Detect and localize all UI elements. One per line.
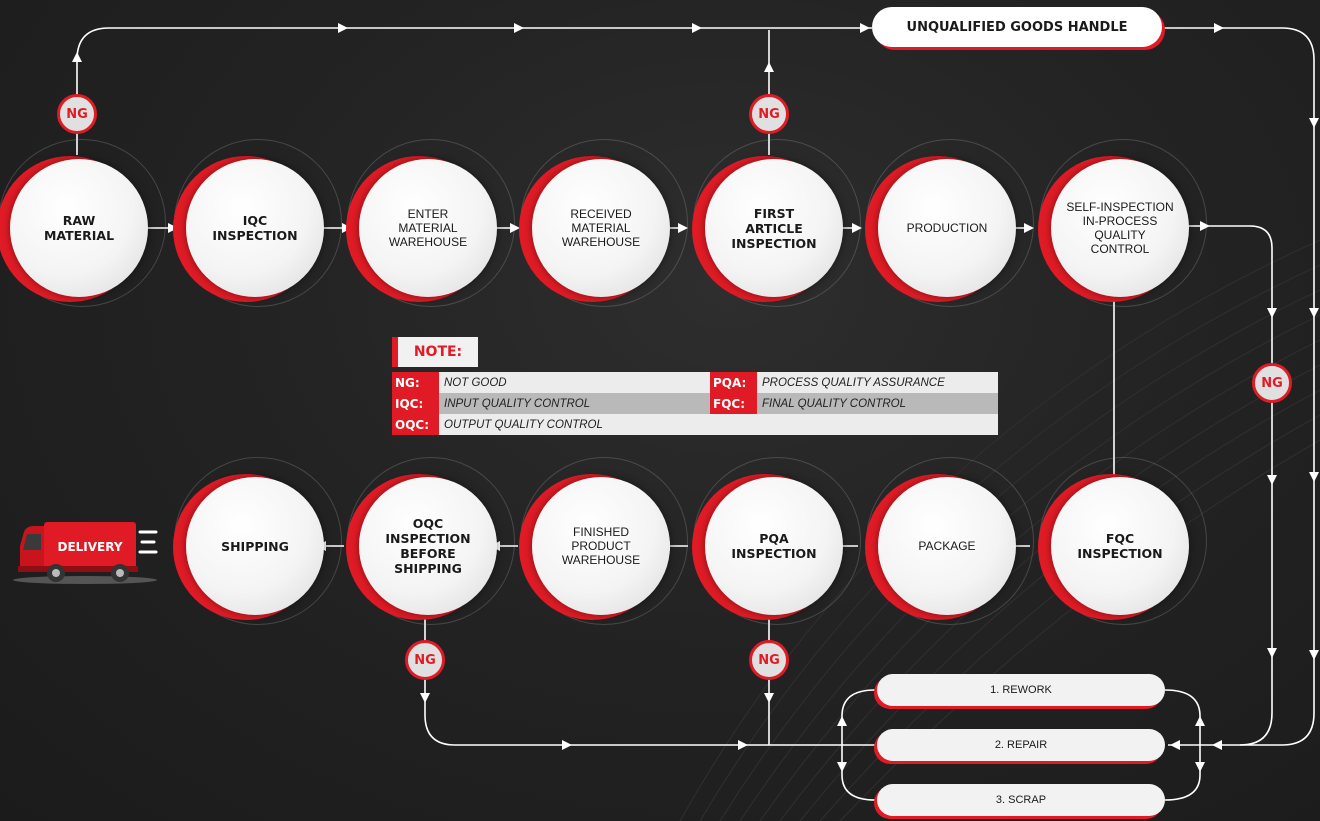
node-finished-product-warehouse: FINISHED PRODUCT WAREHOUSE	[519, 457, 688, 631]
ng-label: NG	[414, 652, 436, 668]
node-self-inspection: SELF-INSPECTION IN-PROCESS QUALITY CONTR…	[1038, 139, 1207, 313]
node-fqc-inspection: FQC INSPECTION	[1038, 457, 1207, 631]
outcome-label: 1. REWORK	[990, 684, 1052, 696]
ng-label: NG	[1261, 375, 1283, 391]
unqualified-goods-handle: UNQUALIFIED GOODS HANDLE	[872, 7, 1162, 47]
node-pqa-inspection: PQA INSPECTION	[692, 457, 861, 631]
note-title: NOTE:	[392, 337, 478, 367]
node-label: SELF-INSPECTION IN-PROCESS QUALITY CONTR…	[1066, 200, 1174, 256]
node-production: PRODUCTION	[865, 139, 1034, 313]
node-raw-material: RAW MATERIAL	[0, 139, 166, 313]
node-label: SHIPPING	[221, 538, 289, 554]
note-table: NG: NOT GOOD PQA: PROCESS QUALITY ASSURA…	[392, 372, 998, 435]
outcome-label: 2. REPAIR	[994, 739, 1048, 751]
node-enter-material-warehouse: ENTER MATERIAL WAREHOUSE	[346, 139, 515, 313]
outcome-scrap: 3. SCRAP	[877, 784, 1165, 816]
ng-label: NG	[66, 106, 88, 122]
ng-badge-self-inspection: NG	[1252, 363, 1292, 403]
note-value: OUTPUT QUALITY CONTROL	[444, 418, 603, 431]
node-oqc-inspection: OQC INSPECTION BEFORE SHIPPING	[346, 457, 515, 631]
node-label: ENTER MATERIAL WAREHOUSE	[388, 207, 468, 249]
outcome-repair: 2. REPAIR	[877, 729, 1165, 761]
outcome-label: 3. SCRAP	[995, 794, 1047, 806]
note-key: NG:	[392, 372, 439, 393]
ng-badge-pqa: NG	[749, 640, 789, 680]
note-row: NG: NOT GOOD PQA: PROCESS QUALITY ASSURA…	[392, 372, 998, 393]
note-value: INPUT QUALITY CONTROL	[444, 397, 591, 410]
note-title-text: NOTE:	[413, 344, 463, 360]
note-value: PROCESS QUALITY ASSURANCE	[762, 376, 945, 389]
note-key: PQA:	[710, 372, 757, 393]
node-first-article-inspection: FIRST ARTICLE INSPECTION	[692, 139, 861, 313]
node-label: FIRST ARTICLE INSPECTION	[731, 205, 817, 251]
note-value: NOT GOOD	[444, 376, 507, 389]
node-received-material-warehouse: RECEIVED MATERIAL WAREHOUSE	[519, 139, 688, 313]
node-label: PQA INSPECTION	[731, 531, 817, 561]
node-label: PRODUCTION	[906, 221, 988, 235]
note-key: FQC:	[710, 393, 757, 414]
node-label: FINISHED PRODUCT WAREHOUSE	[561, 525, 641, 567]
note-row: IQC: INPUT QUALITY CONTROL FQC: FINAL QU…	[392, 393, 998, 414]
note-row: OQC: OUTPUT QUALITY CONTROL	[392, 414, 998, 435]
ng-label: NG	[758, 106, 780, 122]
outcome-rework: 1. REWORK	[877, 674, 1165, 706]
ng-badge-raw-material: NG	[57, 94, 97, 134]
node-label: RECEIVED MATERIAL WAREHOUSE	[561, 207, 641, 249]
node-label: PACKAGE	[918, 539, 976, 553]
unqualified-goods-label: UNQUALIFIED GOODS HANDLE	[906, 19, 1128, 35]
ng-label: NG	[758, 652, 780, 668]
node-label: FQC INSPECTION	[1077, 531, 1163, 561]
node-iqc-inspection: IQC INSPECTION	[173, 139, 342, 313]
delivery-label: DELIVERY	[57, 540, 122, 554]
ng-badge-first-article: NG	[749, 94, 789, 134]
node-shipping: SHIPPING	[173, 457, 342, 631]
node-label: IQC INSPECTION	[212, 213, 298, 243]
ng-badge-oqc: NG	[405, 640, 445, 680]
note-key: OQC:	[392, 414, 439, 435]
node-package: PACKAGE	[865, 457, 1034, 631]
delivery-truck-icon: DELIVERY	[13, 522, 158, 584]
note-key: IQC:	[392, 393, 439, 414]
node-label: OQC INSPECTION BEFORE SHIPPING	[385, 516, 471, 576]
note-value: FINAL QUALITY CONTROL	[762, 397, 906, 410]
node-label: RAW MATERIAL	[43, 213, 115, 243]
